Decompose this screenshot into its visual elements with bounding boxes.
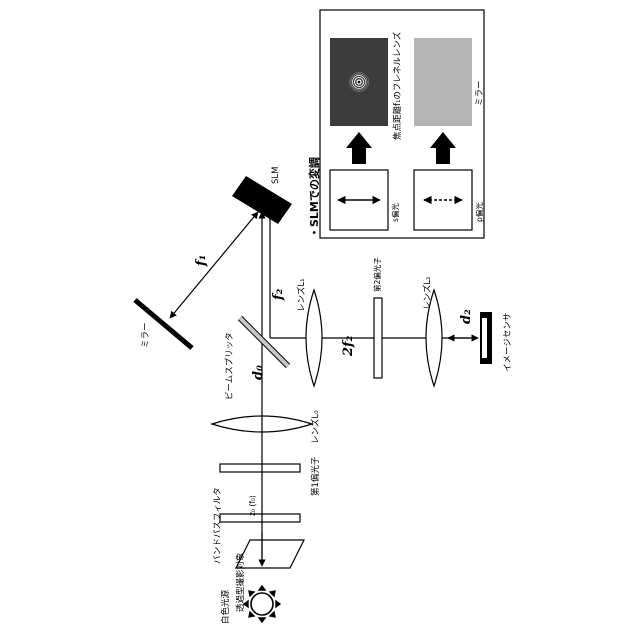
d2-label: d₂ (459, 309, 474, 324)
lens-l0-label: レンズL₀ (310, 410, 321, 444)
beam-path-f1 (170, 212, 258, 318)
p-pol-label: p偏光 (474, 202, 484, 222)
transmissive-object-label: 透過型撮影対象 (235, 552, 246, 612)
transmissive-object (236, 540, 304, 568)
beam-splitter-label: ビームスプリッタ (225, 332, 235, 400)
slm-label: SLM (271, 167, 281, 184)
polarizer-1 (220, 464, 300, 472)
d0-label: d₀ (251, 365, 266, 380)
two-f2-label: 2f₂ (341, 335, 356, 357)
bandpass-filter-label: バンドパスフィルタ (213, 487, 223, 564)
polarizer-2-label: 第2偏光子 (372, 257, 382, 292)
white-light-source-label: 白色光源 (220, 589, 231, 624)
f2-label: f₂ (271, 288, 286, 301)
mirror-caption: ミラー (475, 80, 485, 106)
fresnel-center (358, 81, 360, 83)
white-light-source-icon (244, 586, 280, 622)
inset-title: ・SLMでの変調 (307, 157, 321, 238)
polarizer-2 (374, 298, 382, 378)
lens-l2-label: レンズL₂ (422, 277, 433, 310)
p-pol-box (414, 170, 472, 230)
lens-l1-label: レンズL₁ (296, 279, 307, 312)
fresnel-caption: 焦点距離f₁のフレネルレンズ (392, 31, 403, 140)
filter-param-label: z₀ (f₀) (248, 495, 257, 516)
lens-l1 (306, 290, 322, 386)
f1-label: f₁ (194, 255, 209, 267)
s-pol-label: s偏光 (390, 203, 400, 222)
mirror-left-label: ミラー (141, 322, 151, 348)
mirror-pattern (414, 38, 472, 126)
polarizer-1-label: 第1偏光子 (310, 456, 321, 496)
bandpass-filter (220, 514, 300, 522)
image-sensor-window (482, 318, 487, 358)
image-sensor-label: イメージセンサ (503, 313, 513, 372)
beam-splitter-face (240, 318, 288, 366)
